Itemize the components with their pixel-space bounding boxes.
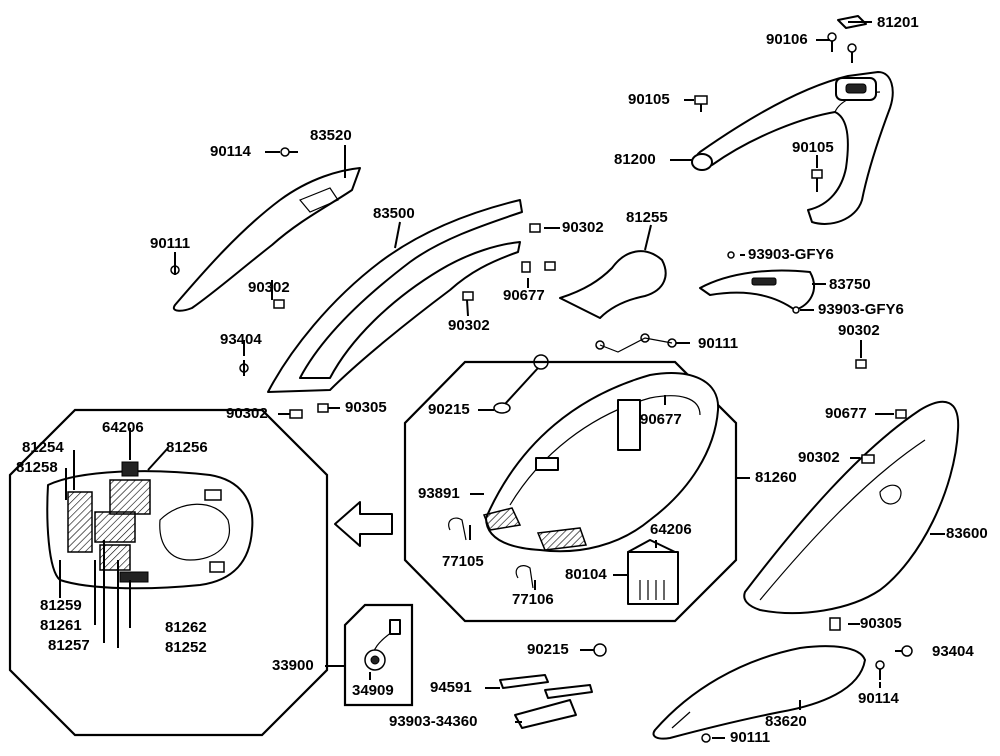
clip-90302-e bbox=[289, 409, 303, 419]
part-label-81254: 81254 bbox=[22, 439, 64, 456]
part-label-81252: 81252 bbox=[165, 639, 207, 656]
part-label-90302-right: 90302 bbox=[838, 322, 880, 339]
part-label-64206-box: 64206 bbox=[650, 521, 692, 538]
part-label-81262: 81262 bbox=[165, 619, 207, 636]
part-label-90215-left: 90215 bbox=[428, 401, 470, 418]
screw-93404-b bbox=[901, 645, 913, 657]
clip-90302-a bbox=[529, 223, 541, 233]
bracket-93903-34360 bbox=[514, 699, 577, 729]
clip-90302-g bbox=[855, 359, 867, 369]
bolt-90105-right bbox=[811, 169, 823, 192]
part-label-93903-gfy6-top: 93903-GFY6 bbox=[748, 246, 834, 263]
part-label-81260: 81260 bbox=[755, 469, 797, 486]
part-label-93404-left: 93404 bbox=[220, 331, 262, 348]
part-label-90106: 90106 bbox=[766, 31, 808, 48]
part-label-81258: 81258 bbox=[16, 459, 58, 476]
part-label-34909: 34909 bbox=[352, 682, 394, 699]
flap-81255 bbox=[559, 250, 667, 319]
clip-90677-a bbox=[521, 261, 531, 273]
harness-34909 bbox=[364, 619, 401, 671]
screw-90111-c bbox=[701, 733, 711, 743]
screws-90111-middle bbox=[595, 333, 677, 353]
part-label-83520: 83520 bbox=[310, 127, 352, 144]
helmet-box-81260 bbox=[482, 372, 720, 553]
clip-90677-c bbox=[895, 409, 907, 419]
part-label-81255: 81255 bbox=[626, 209, 668, 226]
part-label-90105-right: 90105 bbox=[792, 139, 834, 156]
part-label-83600: 83600 bbox=[946, 525, 988, 542]
part-label-33900: 33900 bbox=[272, 657, 314, 674]
clip-90302-c bbox=[462, 291, 474, 301]
part-label-81261: 81261 bbox=[40, 617, 82, 634]
part-label-90114-bottom: 90114 bbox=[858, 690, 899, 707]
part-label-90302-bottom-left: 90302 bbox=[226, 405, 268, 422]
clip-77106 bbox=[515, 565, 534, 589]
label-plate-80104 bbox=[627, 539, 679, 605]
detail-frame-left bbox=[8, 408, 329, 737]
part-label-90305-right: 90305 bbox=[860, 615, 902, 632]
part-label-90677-right: 90677 bbox=[825, 405, 867, 422]
part-label-81201: 81201 bbox=[877, 14, 919, 31]
clip-77105 bbox=[448, 517, 467, 541]
screw-93903-gfy6-b bbox=[792, 306, 800, 314]
clip-90302-d bbox=[273, 299, 285, 309]
detail-frame-33900 bbox=[343, 603, 414, 707]
clip-90305-b bbox=[829, 617, 841, 631]
screw-90114 bbox=[280, 147, 298, 157]
grommet-90215 bbox=[493, 354, 549, 414]
part-label-90302-top: 90302 bbox=[562, 219, 604, 236]
part-label-90677-box: 90677 bbox=[640, 411, 682, 428]
part-label-90305-left: 90305 bbox=[345, 399, 387, 416]
screw-90114-b bbox=[875, 660, 885, 680]
part-label-90111-bottom: 90111 bbox=[730, 729, 771, 746]
side-cover-83620 bbox=[652, 645, 866, 740]
part-label-90111-mid: 90111 bbox=[698, 335, 739, 352]
part-label-93404-right: 93404 bbox=[932, 643, 974, 660]
arrow-left bbox=[334, 501, 393, 547]
part-label-90114-top: 90114 bbox=[210, 143, 251, 160]
part-label-81200: 81200 bbox=[614, 151, 656, 168]
clip-90302-f bbox=[861, 454, 875, 464]
leader-lines bbox=[59, 21, 945, 739]
part-label-94591: 94591 bbox=[430, 679, 472, 696]
screw-93903-gfy6-a bbox=[727, 251, 735, 259]
bolt-90105-upper bbox=[694, 95, 708, 112]
part-label-81256: 81256 bbox=[166, 439, 208, 456]
part-label-77105: 77105 bbox=[442, 553, 484, 570]
screw-90111 bbox=[170, 262, 180, 275]
trim-83750 bbox=[699, 269, 815, 311]
strip-94591-a bbox=[499, 674, 549, 689]
part-label-64206-detail: 64206 bbox=[102, 419, 144, 436]
part-label-90111-left: 90111 bbox=[150, 235, 191, 252]
side-rail-83500 bbox=[267, 199, 523, 393]
part-label-90215-bottom: 90215 bbox=[527, 641, 569, 658]
rear-carrier-81200 bbox=[691, 71, 894, 225]
screw-90106 bbox=[827, 32, 857, 63]
helmet-box-detail bbox=[46, 461, 254, 590]
part-label-90105-top: 90105 bbox=[628, 91, 670, 108]
screw-93404 bbox=[239, 360, 249, 376]
part-label-90677-upper: 90677 bbox=[503, 287, 545, 304]
part-label-81257: 81257 bbox=[48, 637, 90, 654]
part-label-93903-gfy6-bottom: 93903-GFY6 bbox=[818, 301, 904, 318]
part-label-90302-box-right: 90302 bbox=[798, 449, 840, 466]
clip-90305-a bbox=[317, 403, 329, 413]
part-label-93903-34360: 93903-34360 bbox=[389, 713, 478, 730]
grommet-90215-b bbox=[593, 643, 607, 657]
part-label-77106: 77106 bbox=[512, 591, 554, 608]
part-label-90302-mid: 90302 bbox=[448, 317, 490, 334]
part-label-83500: 83500 bbox=[373, 205, 415, 222]
part-label-81259: 81259 bbox=[40, 597, 82, 614]
part-label-90302-left: 90302 bbox=[248, 279, 290, 296]
part-label-83750: 83750 bbox=[829, 276, 871, 293]
part-label-80104: 80104 bbox=[565, 566, 607, 583]
strip-94591-b bbox=[544, 684, 593, 699]
part-label-93891: 93891 bbox=[418, 485, 460, 502]
part-label-83620: 83620 bbox=[765, 713, 807, 730]
clip-90302-b bbox=[544, 261, 556, 271]
